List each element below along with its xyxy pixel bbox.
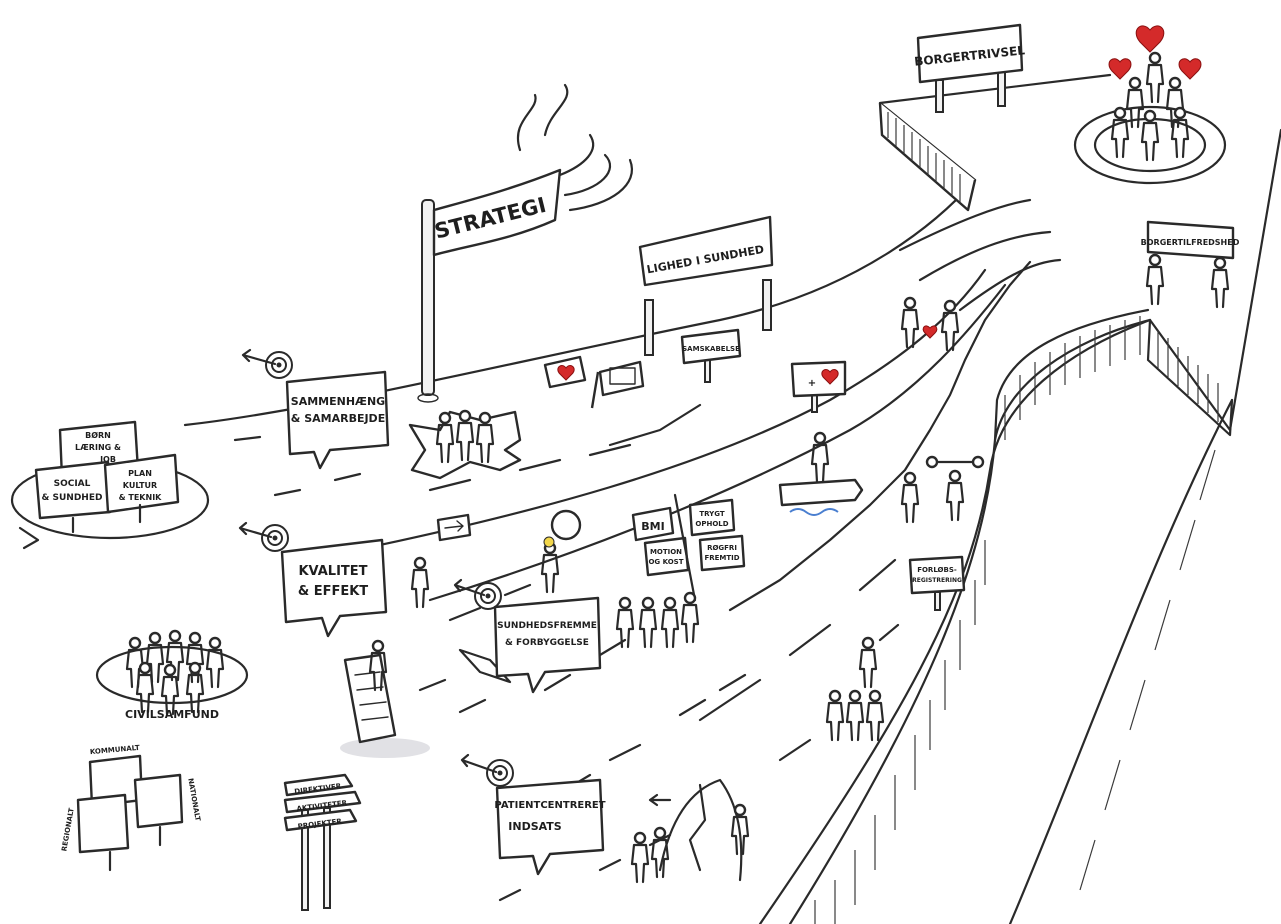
svg-text:SOCIAL: SOCIAL bbox=[54, 479, 91, 489]
pathway-registration-sign: FORLØBS- REGISTRERING bbox=[910, 557, 964, 610]
svg-text:OPHOLD: OPHOLD bbox=[695, 520, 728, 528]
strategy-flag: STRATEGI bbox=[418, 85, 632, 402]
quality-label-1: KVALITET bbox=[298, 564, 367, 579]
weightlifters bbox=[902, 457, 983, 522]
svg-text:RØGFRI: RØGFRI bbox=[707, 544, 737, 552]
person-with-scroll bbox=[340, 641, 430, 758]
cheering-group bbox=[827, 625, 898, 740]
civil-society-label: CIVILSAMFUND bbox=[125, 708, 219, 721]
svg-text:KOMMUNALT: KOMMUNALT bbox=[90, 744, 141, 756]
svg-text:FREMTID: FREMTID bbox=[704, 554, 739, 562]
citizen-wellbeing-sign: BORGERTRIVSEL bbox=[914, 25, 1026, 112]
person-on-island bbox=[780, 433, 862, 515]
crossroads-people bbox=[410, 411, 520, 478]
target-cohesion: SAMMENHÆNG & SAMARBEJDE bbox=[243, 350, 388, 468]
svg-text:BMI: BMI bbox=[641, 520, 664, 533]
heart-icon bbox=[1179, 59, 1201, 79]
campaign-signs-group: BMI TRYGT OPHOLD MOTION OG KOST RØGFRI F… bbox=[617, 495, 744, 647]
target-patient-centred: PATIENTCENTRERET INDSATS bbox=[462, 755, 606, 874]
svg-text:LÆRING &: LÆRING & bbox=[75, 443, 121, 452]
citizen-satisfaction-label: BORGERTILFREDSHED bbox=[1141, 238, 1240, 247]
upper-plateau bbox=[790, 75, 1281, 924]
svg-text:TRYGT: TRYGT bbox=[699, 510, 724, 518]
patient-centred-label-2: INDSATS bbox=[508, 820, 562, 833]
svg-text:MOTION: MOTION bbox=[650, 548, 682, 556]
svg-text:PLAN: PLAN bbox=[128, 469, 152, 478]
patient-centred-label-1: PATIENTCENTRERET bbox=[494, 800, 605, 811]
person-arrow-sign bbox=[412, 515, 470, 607]
svg-text:KULTUR: KULTUR bbox=[123, 481, 157, 490]
svg-text:FORLØBS-: FORLØBS- bbox=[917, 566, 957, 574]
svg-text:BØRN: BØRN bbox=[85, 430, 111, 440]
co-creation-sign: SAMSKABELSE bbox=[682, 330, 740, 382]
celebration-podium bbox=[1075, 26, 1225, 183]
health-promotion-label-1: SUNDHEDSFREMME bbox=[497, 621, 597, 631]
civil-society-group: CIVILSAMFUND bbox=[97, 631, 247, 721]
government-level-signs: KOMMUNALT REGIONALT NATIONALT bbox=[60, 744, 201, 870]
department-cycle: BØRN LÆRING & JOB SOCIAL & SUNDHED PLAN … bbox=[12, 422, 208, 548]
health-plus-sign: + bbox=[792, 362, 845, 412]
svg-text:+: + bbox=[808, 378, 816, 389]
quality-label-2: & EFFEKT bbox=[298, 584, 368, 599]
climbing-team bbox=[632, 780, 748, 882]
heart-icon bbox=[1136, 26, 1164, 52]
svg-text:REGIONALT: REGIONALT bbox=[60, 807, 76, 852]
svg-text:& SUNDHED: & SUNDHED bbox=[42, 493, 103, 503]
cohesion-label-1: SAMMENHÆNG bbox=[291, 395, 385, 408]
couple-with-heart bbox=[902, 298, 958, 350]
citizen-satisfaction-sign: BORGERTILFREDSHED bbox=[1141, 222, 1240, 307]
heart-icon bbox=[1109, 59, 1131, 79]
svg-text:REGISTRERING: REGISTRERING bbox=[912, 577, 962, 584]
co-creation-label: SAMSKABELSE bbox=[682, 345, 740, 353]
svg-text:OG KOST: OG KOST bbox=[648, 558, 683, 566]
directives-signpost: DIREKTIVER AKTIVITETER PROJEKTER bbox=[285, 775, 360, 910]
cohesion-label-2: & SAMARBEJDE bbox=[291, 412, 385, 425]
svg-text:NATIONALT: NATIONALT bbox=[186, 778, 201, 822]
target-health-promotion: SUNDHEDSFREMME & FORBYGGELSE bbox=[455, 580, 600, 692]
target-quality: KVALITET & EFFEKT bbox=[240, 523, 386, 636]
heart-sign bbox=[545, 357, 643, 408]
health-promotion-label-2: & FORBYGGELSE bbox=[505, 638, 589, 648]
svg-text:& TEKNIK: & TEKNIK bbox=[119, 493, 163, 502]
